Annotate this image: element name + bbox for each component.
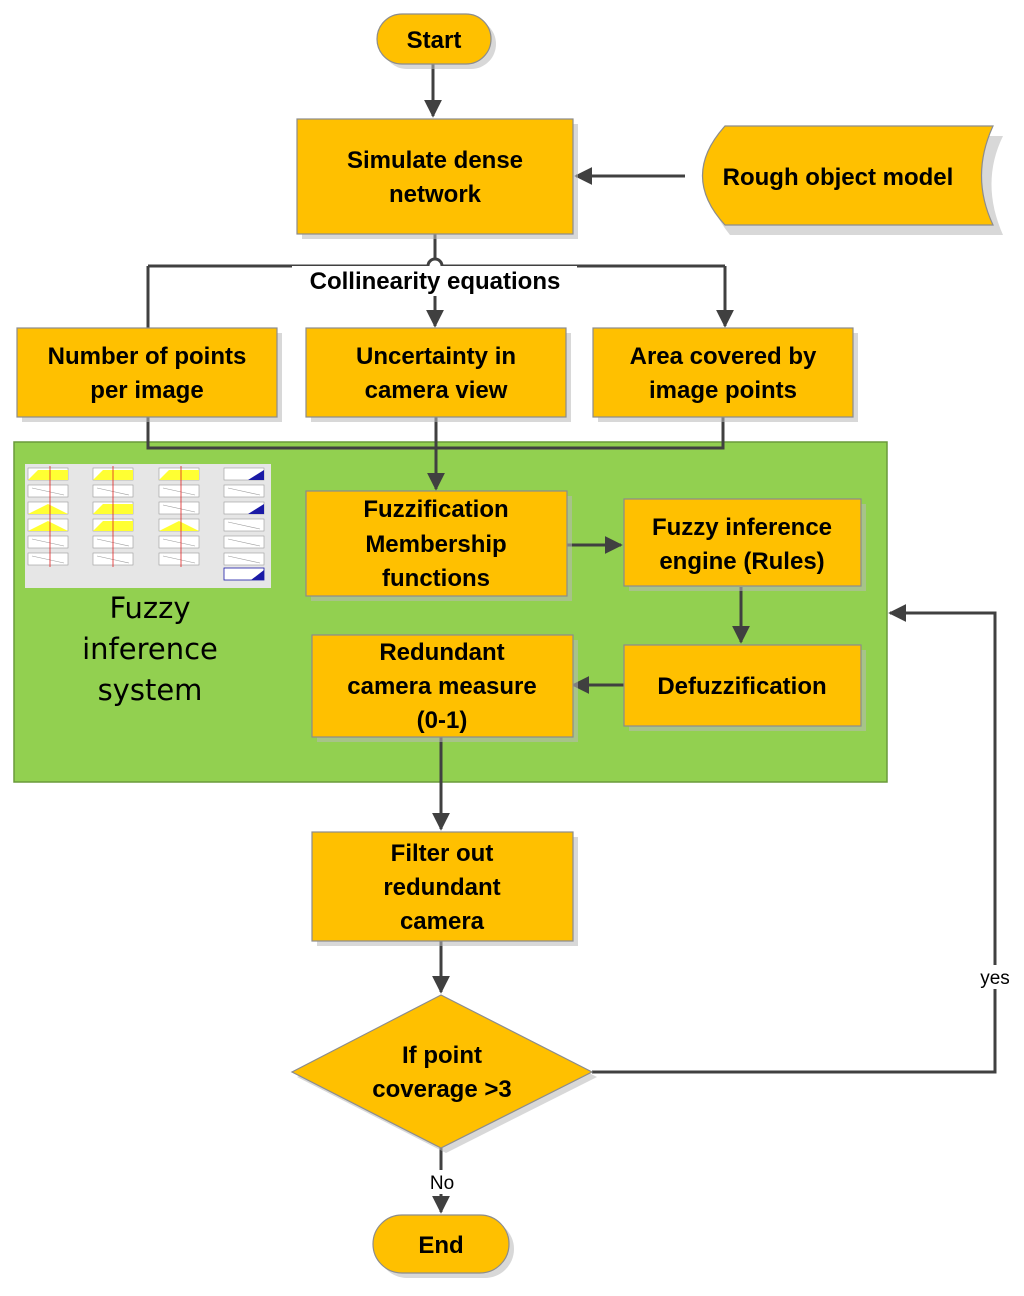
start-label: Start [407, 27, 462, 54]
thumb-mark [162, 555, 196, 564]
points-per-image-node: Number of points per image [16, 327, 282, 422]
defuzz-label: Defuzzification [657, 673, 826, 700]
measure-label-1: Redundant [379, 639, 504, 666]
thumb-cell [27, 552, 69, 566]
measure-label-3: (0-1) [417, 707, 468, 734]
engine-label-2: engine (Rules) [659, 548, 824, 575]
thumb-mark [162, 504, 196, 513]
collinearity-bg [292, 266, 577, 296]
thumb-cell [223, 535, 265, 549]
thumb-mark [159, 521, 199, 531]
end-label: End [418, 1232, 463, 1259]
thumb-mark [28, 521, 68, 531]
decision-node: If point coverage >3 [290, 994, 597, 1153]
thumb-cell [158, 501, 200, 515]
filter-label-3: camera [400, 908, 485, 935]
thumb-output-mark [251, 570, 264, 580]
thumb-cell [158, 552, 200, 566]
thumb-cell [158, 484, 200, 498]
thumb-mark [227, 538, 261, 547]
thumb-mark [227, 487, 261, 496]
simulate-network-node: Simulate dense network [296, 118, 578, 239]
thumb-mark [248, 470, 264, 480]
fis-rule-viewer-thumbnail [25, 464, 271, 588]
rough-model-label: Rough object model [723, 164, 954, 191]
edge-yes-loop [592, 604, 997, 1074]
decision-label-2: coverage >3 [372, 1076, 511, 1103]
uncertainty-node: Uncertainty in camera view [305, 327, 571, 422]
thumb-cell [27, 535, 69, 549]
thumb-mark [31, 555, 65, 564]
redundant-measure-node: Redundant camera measure (0-1) [311, 634, 578, 742]
thumb-mark [227, 521, 261, 530]
fuzzification-node: Fuzzification Membership functions [305, 490, 572, 601]
area-label-1: Area covered by [630, 343, 817, 370]
area-label-2: image points [649, 377, 797, 404]
no-label: No [430, 1173, 454, 1194]
thumb-mark [28, 470, 68, 480]
fuzz-label-3: functions [382, 565, 490, 592]
thumb-mark [31, 538, 65, 547]
measure-label-2: camera measure [347, 673, 536, 700]
thumb-mark [31, 487, 65, 496]
yes-label-bg [972, 965, 1018, 989]
fis-label-line-2: inference [82, 632, 218, 666]
thumb-mark [162, 487, 196, 496]
filter-label-2: redundant [383, 874, 500, 901]
uncertainty-label-1: Uncertainty in [356, 343, 516, 370]
no-label-bg [422, 1170, 462, 1194]
thumb-cell [223, 518, 265, 532]
simulate-label-1: Simulate dense [347, 147, 523, 174]
yes-label: yes [980, 968, 1010, 989]
decision-label-1: If point [402, 1042, 482, 1069]
engine-label-1: Fuzzy inference [652, 514, 832, 541]
filter-node: Filter out redundant camera [311, 831, 578, 946]
thumb-cell [223, 552, 265, 566]
filter-label-1: Filter out [391, 840, 494, 867]
thumb-mark [159, 470, 199, 480]
edge-line-hop [426, 257, 444, 267]
fuzz-label-1: Fuzzification [363, 496, 508, 523]
thumb-cell [158, 535, 200, 549]
fis-label-line-1: Fuzzy [109, 591, 190, 625]
thumb-mark [248, 504, 264, 514]
thumb-mark [227, 555, 261, 564]
fis-label: Fuzzy inference system [82, 591, 218, 707]
thumb-mark [28, 504, 68, 514]
start-node: Start [376, 13, 496, 69]
thumb-cell [223, 484, 265, 498]
uncertainty-label-2: camera view [365, 377, 508, 404]
defuzzification-node: Defuzzification [623, 644, 866, 731]
fuzz-label-2: Membership [365, 531, 506, 558]
area-covered-node: Area covered by image points [592, 327, 858, 422]
thumb-cell [27, 484, 69, 498]
points-label-1: Number of points [48, 343, 247, 370]
inference-engine-node: Fuzzy inference engine (Rules) [623, 498, 866, 591]
end-node: End [372, 1214, 514, 1278]
points-label-2: per image [90, 377, 203, 404]
collinearity-label: Collinearity equations [310, 268, 561, 295]
thumb-mark [162, 538, 196, 547]
rough-object-model-node: Rough object model [701, 125, 1003, 235]
fis-label-line-3: system [98, 673, 203, 707]
simulate-label-2: network [389, 181, 482, 208]
